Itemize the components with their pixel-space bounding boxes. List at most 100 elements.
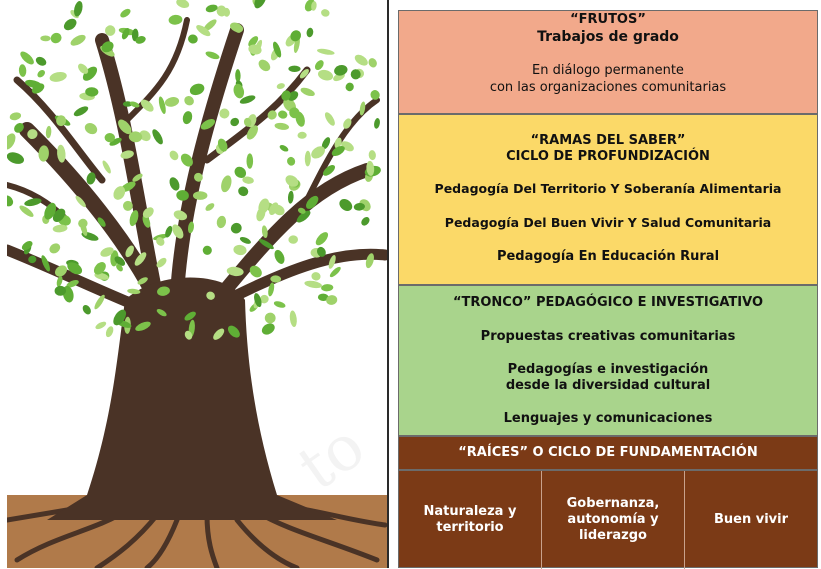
leaf — [139, 130, 151, 142]
leaf — [243, 117, 252, 127]
leaf — [242, 176, 254, 184]
leaf — [311, 1, 317, 11]
leaf — [129, 210, 139, 227]
leaf — [317, 69, 334, 81]
leaf — [285, 175, 299, 187]
leaf — [70, 34, 86, 46]
leaf — [37, 70, 46, 78]
leaf — [114, 256, 126, 266]
leaf — [365, 253, 374, 269]
leaf — [7, 152, 24, 164]
leaf — [273, 301, 286, 308]
tree-illustration — [7, 0, 387, 568]
leaf — [206, 291, 215, 300]
leaf — [269, 202, 279, 216]
leaf — [18, 64, 27, 77]
raices-cell-line: autonomía y — [567, 512, 659, 527]
leaf — [374, 118, 380, 129]
leaf — [14, 122, 24, 133]
leaf — [158, 96, 166, 114]
leaf — [102, 160, 111, 174]
frutos-section: “FRUTOS” Trabajos de grado En diálogo pe… — [398, 10, 818, 114]
leaf — [329, 266, 341, 278]
raices-cell-line: territorio — [436, 520, 504, 535]
leaf — [193, 191, 208, 200]
leaf — [288, 235, 298, 244]
leaf — [188, 34, 198, 44]
leaf — [306, 195, 319, 209]
leaf — [101, 41, 114, 53]
leaf — [366, 160, 375, 176]
raices-cell: Gobernanza, autonomía y liderazgo — [542, 471, 685, 569]
leaf — [230, 222, 242, 234]
leaf — [135, 321, 151, 332]
leaf — [31, 83, 45, 94]
leaf — [95, 321, 107, 330]
leaf — [261, 225, 268, 239]
leaf — [334, 64, 348, 76]
leaf — [45, 125, 52, 139]
leaf — [361, 217, 370, 226]
leaf — [97, 217, 106, 227]
leaf — [20, 51, 34, 65]
leaf — [254, 39, 263, 55]
leaf — [278, 110, 288, 119]
leaf — [370, 90, 380, 100]
leaf — [239, 236, 251, 244]
leaf — [334, 137, 342, 149]
root — [204, 512, 220, 568]
leaf — [104, 133, 116, 143]
root — [144, 517, 180, 568]
leaf — [273, 41, 282, 58]
leaf — [86, 172, 96, 185]
leaf — [300, 87, 315, 97]
leaf — [258, 59, 271, 72]
leaf — [41, 255, 50, 272]
leaf — [299, 68, 309, 79]
leaf — [82, 66, 98, 81]
leaf — [56, 115, 67, 127]
branch — [95, 33, 164, 307]
leaf — [268, 282, 275, 297]
leaf — [7, 195, 14, 207]
divider — [387, 0, 389, 568]
leaf — [85, 87, 99, 97]
leaf — [234, 24, 243, 33]
leaf — [324, 112, 335, 126]
leaf — [74, 1, 83, 17]
leaf — [156, 308, 167, 317]
leaf — [254, 293, 262, 308]
leaf — [216, 215, 227, 229]
leaf — [233, 83, 245, 99]
raices-cells: Naturaleza y territorio Gobernanza, auto… — [398, 470, 818, 569]
branch — [170, 23, 244, 302]
raices-cell: Buen vivir — [685, 471, 817, 569]
leaf — [339, 198, 353, 212]
leaf — [289, 107, 300, 119]
leaf — [129, 101, 140, 108]
leaves — [7, 0, 381, 340]
leaf — [233, 244, 247, 256]
leaf — [66, 280, 79, 288]
leaf — [80, 221, 88, 236]
leaf — [359, 101, 366, 116]
leaf — [193, 172, 203, 182]
branch — [221, 248, 387, 306]
leaf — [84, 123, 98, 135]
leaf — [135, 36, 146, 44]
tree-icon — [7, 0, 387, 568]
leaf — [226, 266, 244, 277]
raices-cell-line: Gobernanza, — [566, 496, 660, 511]
leaf — [40, 35, 51, 42]
leaf — [21, 241, 33, 251]
leaf — [113, 309, 127, 326]
leaf — [140, 99, 154, 112]
leaf — [267, 110, 277, 120]
leaf — [52, 208, 66, 222]
leaf — [297, 131, 307, 139]
ramas-item: Pedagogía Del Buen Vivir Y Salud Comunit… — [444, 215, 772, 230]
leaf — [172, 224, 184, 239]
leaf — [343, 118, 352, 129]
leaf — [180, 153, 193, 167]
raices-cell: Naturaleza y territorio — [399, 471, 542, 569]
